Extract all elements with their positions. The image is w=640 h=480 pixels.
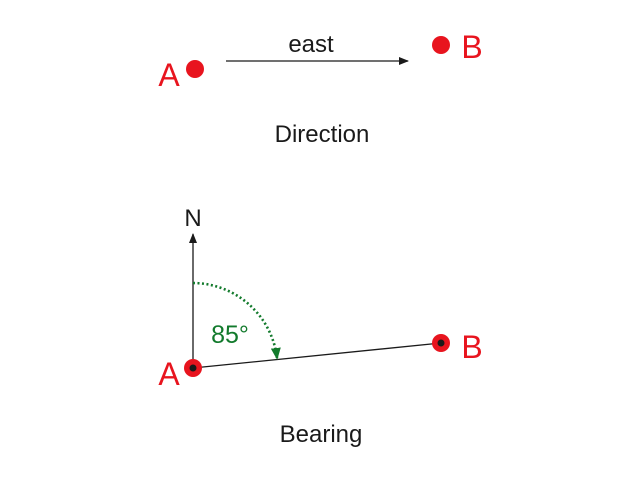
direction-point-a <box>186 60 204 78</box>
bearing-angle-label: 85° <box>211 321 249 349</box>
bearing-caption: Bearing <box>280 421 363 448</box>
bearing-point-a-center <box>189 364 197 372</box>
bearing-line <box>192 342 442 369</box>
bearing-point-b-center <box>437 339 445 347</box>
bearing-diagram: N 85° A B Bearing <box>158 205 482 448</box>
bearing-point-a-label: A <box>158 356 180 392</box>
direction-point-b-label: B <box>461 29 482 65</box>
direction-point-b <box>432 36 450 54</box>
bearing-point-b-label: B <box>461 329 482 365</box>
north-label: N <box>184 205 201 232</box>
direction-caption: Direction <box>275 121 370 148</box>
direction-point-a-label: A <box>158 57 180 93</box>
direction-diagram: A east B Direction <box>158 29 482 148</box>
east-arrow-label: east <box>288 31 334 58</box>
